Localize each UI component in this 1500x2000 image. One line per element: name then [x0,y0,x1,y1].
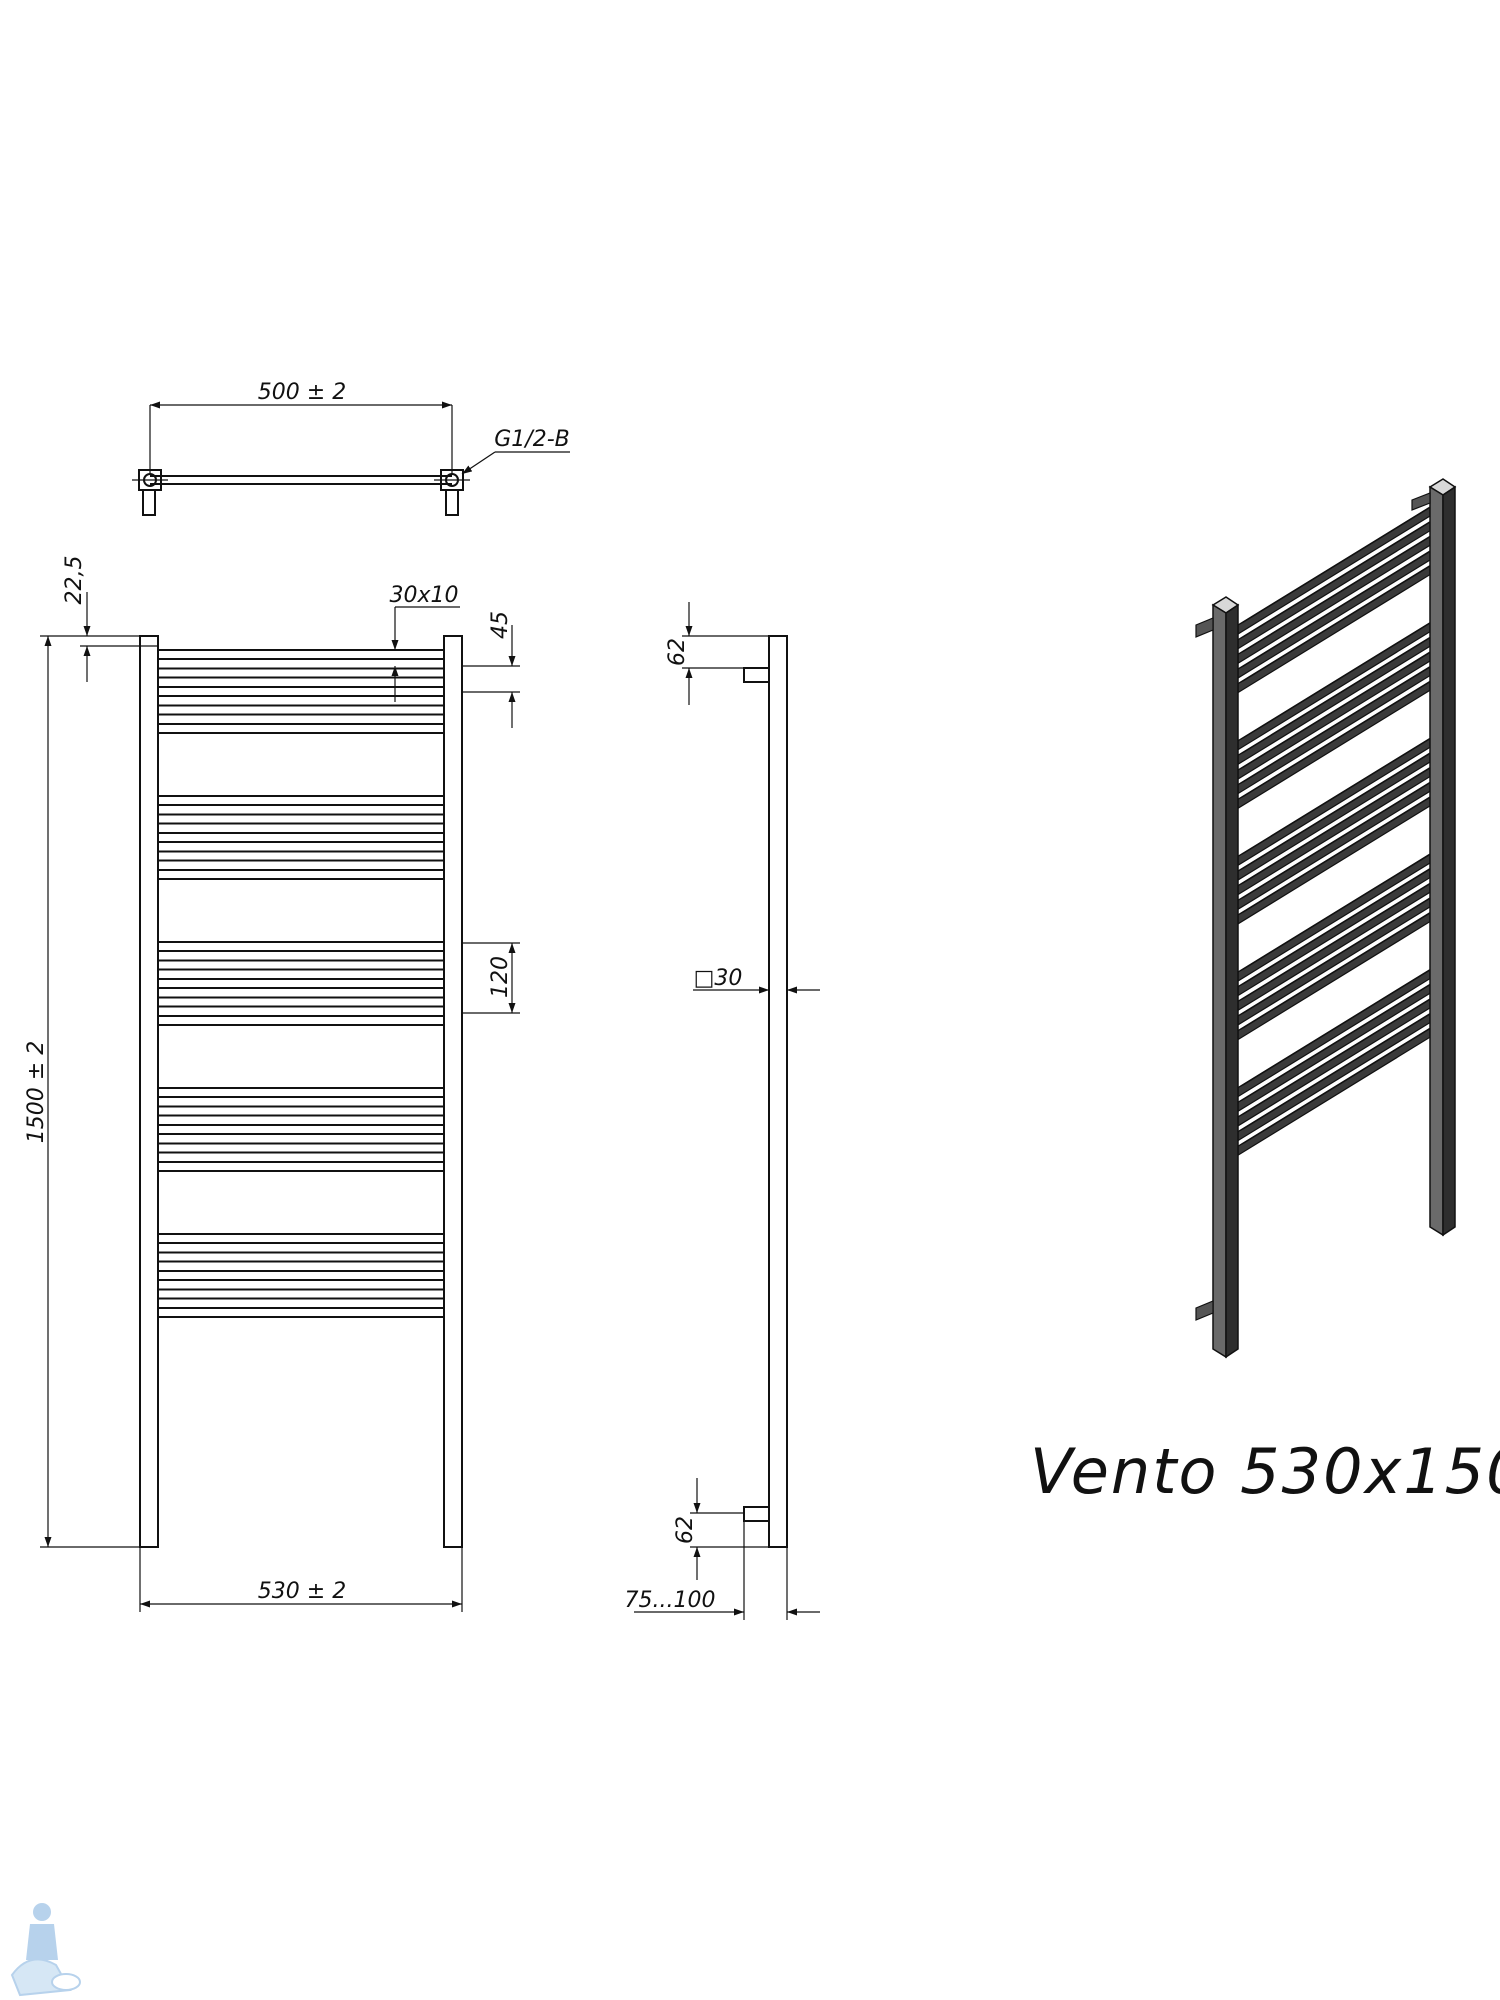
front-bar [157,941,445,952]
connection-label: G1/2-B [494,427,570,452]
side-top-dim: 62 [665,638,690,666]
bar-section-dim: 30x10 [389,583,458,608]
front-bar [157,686,445,697]
front-bar [157,996,445,1008]
front-bar [157,1105,445,1117]
front-right-rail [443,635,463,1548]
front-bar [157,978,445,989]
gap-dim: 120 [488,956,513,998]
front-view [40,592,520,1612]
front-bar [157,667,445,679]
plumber-mascot-icon [10,1903,81,1997]
front-bar [157,649,445,660]
front-bar [157,1270,445,1281]
wall-distance-dim: 75...100 [625,1588,716,1613]
product-render [1195,478,1457,1359]
side-bottom-connector [743,1506,770,1522]
render-bar-top [1237,532,1437,655]
top-view [132,401,570,516]
top-offset-dim: 22,5 [62,556,87,605]
width-dim: 530 ± 2 [258,1579,346,1604]
front-bars [157,649,445,1318]
front-bar [157,850,445,862]
front-bar [157,723,445,734]
front-bar [157,704,445,716]
side-bottom-dim: 62 [673,1516,698,1544]
front-bar [157,1015,445,1026]
front-bar [157,959,445,971]
front-bar [157,813,445,825]
front-left-rail [139,635,159,1548]
front-bar [157,1142,445,1154]
side-top-connector [743,667,770,683]
render-bars [1237,503,1437,1157]
front-bar [157,1307,445,1318]
product-title: Vento 530x1500 [1030,1435,1500,1508]
front-bar [157,1233,445,1244]
front-bar [157,1087,445,1098]
front-bar [157,1288,445,1300]
front-bar [157,832,445,843]
front-bar [157,795,445,806]
front-bar [157,1161,445,1172]
front-bar [157,1251,445,1263]
render-bar-top [1237,518,1437,641]
top-width-dim: 500 ± 2 [258,380,346,405]
bar-pitch-dim: 45 [488,611,513,639]
front-bar [157,1124,445,1135]
side-view [634,602,820,1620]
front-bar [157,869,445,880]
side-rail [768,635,788,1548]
profile-dim: □30 [694,966,743,991]
render-bar-top [1237,503,1437,626]
height-dim: 1500 ± 2 [24,1041,49,1143]
